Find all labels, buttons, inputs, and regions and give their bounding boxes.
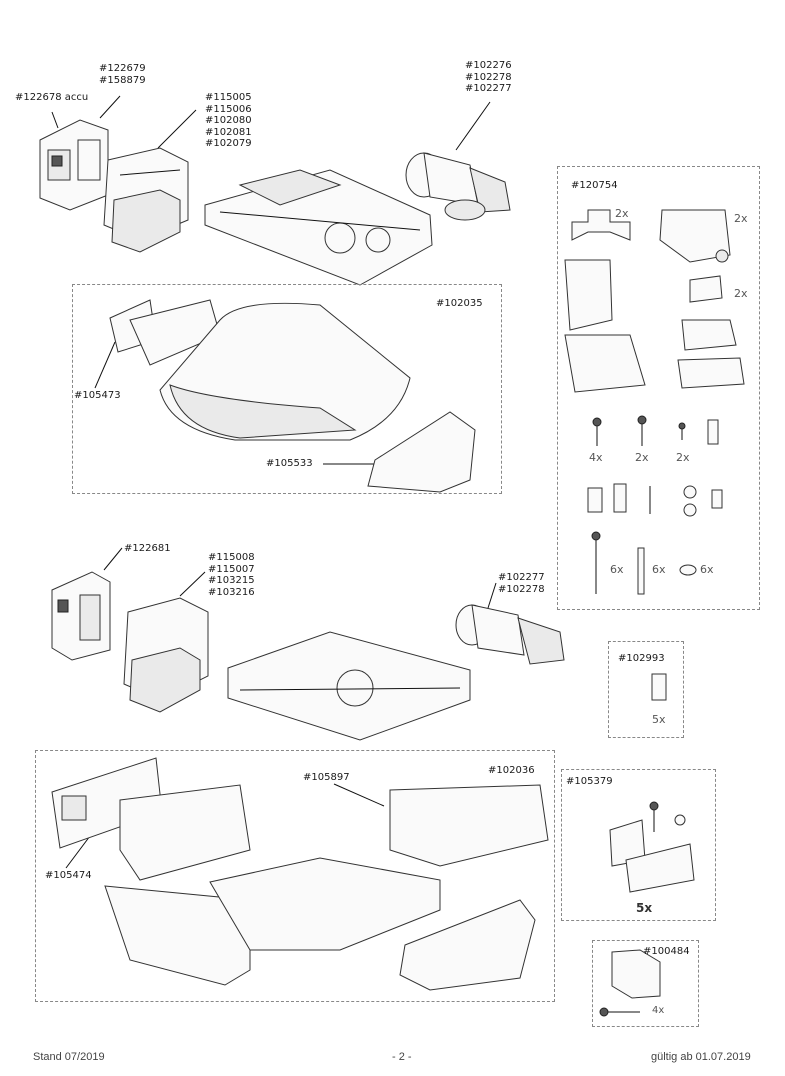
label-120754: #120754 xyxy=(571,180,618,191)
label-122681: #122681 xyxy=(124,543,171,554)
qty-lag-screw: 6x xyxy=(610,563,624,576)
chassis-plate-2-drawing xyxy=(227,631,471,741)
accessory-set-drawing xyxy=(564,209,745,595)
cover-102035-drawing xyxy=(109,299,476,493)
label-105474: #105474 xyxy=(45,870,92,881)
label-102277: #102277 #102278 xyxy=(498,572,545,595)
bracket-drawing xyxy=(599,949,661,1017)
qty-wall-plug: 6x xyxy=(652,563,666,576)
footer-valid-from: gültig ab 01.07.2019 xyxy=(651,1051,751,1063)
qty-bracket-2: 2x xyxy=(734,212,748,225)
qty-102993: 5x xyxy=(652,713,666,726)
group-box-105379 xyxy=(561,769,716,921)
label-105897: #105897 xyxy=(303,772,350,783)
label-105533: #105533 xyxy=(266,458,313,469)
chassis-plate-drawing xyxy=(204,169,433,286)
qty-100484: 4x xyxy=(652,1005,665,1016)
qty-washer: 6x xyxy=(700,563,714,576)
qty-105379: 5x xyxy=(636,901,653,915)
group-box-102036 xyxy=(35,750,555,1002)
label-102993: #102993 xyxy=(618,653,665,664)
spacer-drawing xyxy=(651,673,667,701)
accu-pack-drawing xyxy=(39,119,109,211)
label-122679: #122679 #158879 xyxy=(99,63,146,86)
group-box-100484 xyxy=(592,940,699,1027)
group-box-120754 xyxy=(557,166,760,610)
footer-page-number: - 2 - xyxy=(392,1051,412,1063)
label-100484: #100484 xyxy=(643,946,690,957)
group-box-102993 xyxy=(608,641,684,738)
label-122678: #122678 accu xyxy=(15,92,89,103)
qty-screw-3: 2x xyxy=(676,451,690,464)
control-housing-2-drawing xyxy=(123,597,209,713)
label-115008: #115008 #115007 #103215 #103216 xyxy=(208,552,255,598)
footer-date: Stand 07/2019 xyxy=(33,1051,105,1063)
leader-lines xyxy=(51,95,497,869)
label-102276: #102276 #102278 #102277 xyxy=(465,60,512,94)
qty-screw-2: 2x xyxy=(635,451,649,464)
qty-bracket-1: 2x xyxy=(615,207,629,220)
label-102035: #102035 xyxy=(436,298,483,309)
label-105473: #105473 xyxy=(74,390,121,401)
qty-bracket-3: 2x xyxy=(734,287,748,300)
label-102036: #102036 xyxy=(488,765,535,776)
label-105379: #105379 xyxy=(566,776,613,787)
group-box-102035 xyxy=(72,284,502,494)
clip-set-drawing xyxy=(609,801,695,893)
motor-drawing xyxy=(405,152,511,221)
accu-pack-2-drawing xyxy=(51,571,111,661)
control-housing-drawing xyxy=(103,147,189,253)
motor-2-drawing xyxy=(455,604,565,665)
cover-102036-drawing xyxy=(51,757,549,991)
qty-screw-1: 4x xyxy=(589,451,603,464)
label-115005: #115005 #115006 #102080 #102081 #102079 xyxy=(205,92,252,149)
